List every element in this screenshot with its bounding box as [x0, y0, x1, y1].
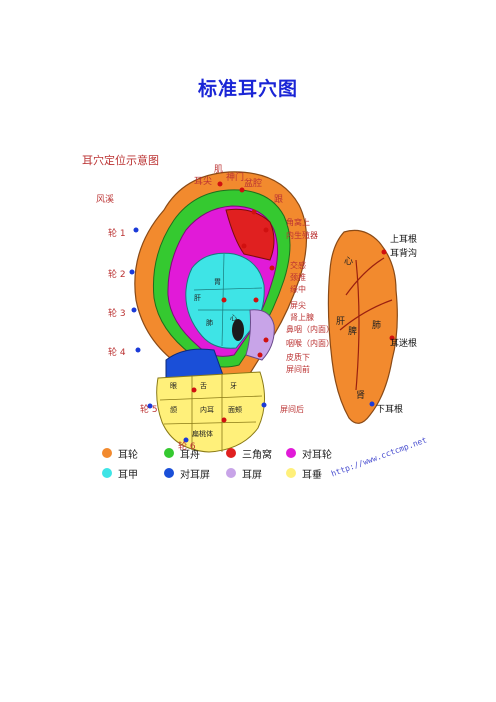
back-ear-dots: [381, 249, 395, 341]
ear-diagram-svg: 耳穴定位示意图: [82, 153, 417, 453]
helix-point-dots: [129, 227, 267, 443]
tragus-region: [245, 309, 275, 361]
label-wei: 胃: [214, 278, 221, 286]
legend-label: 对耳屏: [180, 469, 210, 481]
label-lun1: 轮 1: [108, 227, 126, 239]
legend-swatch: [102, 448, 112, 458]
legend-label: 耳舟: [180, 449, 200, 461]
back-label-shen: 肾: [356, 390, 365, 401]
label-neishengzhiqi: 内生殖器: [286, 230, 318, 240]
ear-acupoint-diagram: 耳穴定位示意图: [74, 150, 434, 500]
label-ji: 肌: [214, 164, 223, 175]
label-neibi: 鼻咽（内面）: [286, 324, 334, 334]
ear-canal: [232, 319, 244, 341]
label-yanhou: 咽喉（内面）: [286, 338, 334, 348]
label-fengxi: 风溪: [96, 193, 114, 205]
back-label-pi: 脾: [348, 325, 357, 337]
label-xin: 心: [230, 314, 237, 322]
legend: 耳轮 耳舟 三角窝 对耳轮 耳甲 对耳屏 耳屏 耳垂: [102, 446, 342, 486]
legend-label: 对耳轮: [302, 449, 332, 461]
back-ear-blue-dots: [369, 401, 375, 407]
label-fei: 肺: [206, 319, 213, 327]
legend-label: 耳垂: [302, 469, 322, 481]
legend-item-triangular-fossa: 三角窝: [226, 446, 272, 461]
legend-item-tragus: 耳屏: [226, 466, 262, 481]
legend-label: 耳甲: [118, 469, 138, 481]
triangular-fossa-region: [225, 208, 275, 261]
label-biantaoti: 扁桃体: [192, 429, 213, 438]
label-pizhiguo: 皮质下: [286, 352, 310, 362]
legend-item-concha: 耳甲: [102, 466, 138, 481]
label-jingzhui: 颈椎: [290, 272, 306, 282]
legend-label: 耳轮: [118, 449, 138, 461]
label-ya: 牙: [230, 382, 237, 390]
label-ping-jian: 屏尖: [290, 300, 306, 310]
label-he: 颌: [170, 405, 177, 414]
legend-swatch: [226, 448, 236, 458]
legend-item-antihelix: 对耳轮: [286, 446, 332, 461]
label-jiaogan: 交感: [290, 260, 306, 270]
label-yan: 眼: [170, 382, 177, 390]
legend-swatch: [286, 468, 296, 478]
label-lun2: 轮 2: [108, 268, 126, 280]
acupoint-dots: [191, 181, 275, 423]
legend-swatch: [164, 468, 174, 478]
label-jiao-wo-shang: 角窝上: [286, 217, 310, 227]
back-label-xia-ergen: 下耳根: [376, 403, 403, 415]
legend-item-antitragus: 对耳屏: [164, 466, 210, 481]
label-gen: 跟: [274, 194, 283, 205]
label-mianjia: 面颊: [228, 405, 242, 414]
legend-item-lobule: 耳垂: [286, 466, 322, 481]
label-shenmen: 神门: [226, 171, 244, 183]
back-ear-shape: [327, 229, 398, 424]
label-lun4: 轮 4: [108, 346, 126, 358]
label-lun5: 轮 5: [140, 403, 158, 415]
legend-swatch: [102, 468, 112, 478]
legend-swatch: [164, 448, 174, 458]
legend-swatch: [226, 468, 236, 478]
label-gan: 肝: [194, 294, 201, 302]
label-neier: 内耳: [200, 405, 214, 414]
back-label-er-mi-gen: 耳迷根: [390, 337, 417, 349]
back-label-fei: 肺: [372, 320, 381, 331]
label-erjian: 耳尖: [194, 175, 212, 187]
legend-swatch: [286, 448, 296, 458]
legend-item-helix: 耳轮: [102, 446, 138, 461]
label-duanzhong: 缘中: [290, 284, 306, 294]
page-title: 标准耳穴图: [197, 78, 298, 100]
label-ping-jian-qian: 屏间前: [286, 364, 310, 374]
label-she: 舌: [200, 381, 207, 390]
back-label-erbei-gou: 耳背沟: [390, 247, 417, 259]
figure-caption: 耳穴定位示意图: [82, 153, 159, 167]
back-label-gan: 肝: [336, 316, 345, 327]
label-lun6: 轮 6: [178, 440, 196, 452]
label-ping-jian-hou: 屏间后: [280, 404, 304, 414]
legend-label: 耳屏: [242, 469, 262, 481]
legend-item-scapha: 耳舟: [164, 446, 200, 461]
label-pengu: 盆腔: [244, 177, 262, 189]
lobule-grid: [159, 374, 263, 452]
label-lun3: 轮 3: [108, 307, 126, 319]
legend-label: 三角窝: [242, 449, 272, 461]
back-label-xin: 心: [344, 256, 353, 267]
back-label-shang-ergen: 上耳根: [390, 233, 417, 245]
back-ear-lines: [339, 257, 393, 391]
label-shen-an: 肾上腺: [290, 312, 314, 322]
